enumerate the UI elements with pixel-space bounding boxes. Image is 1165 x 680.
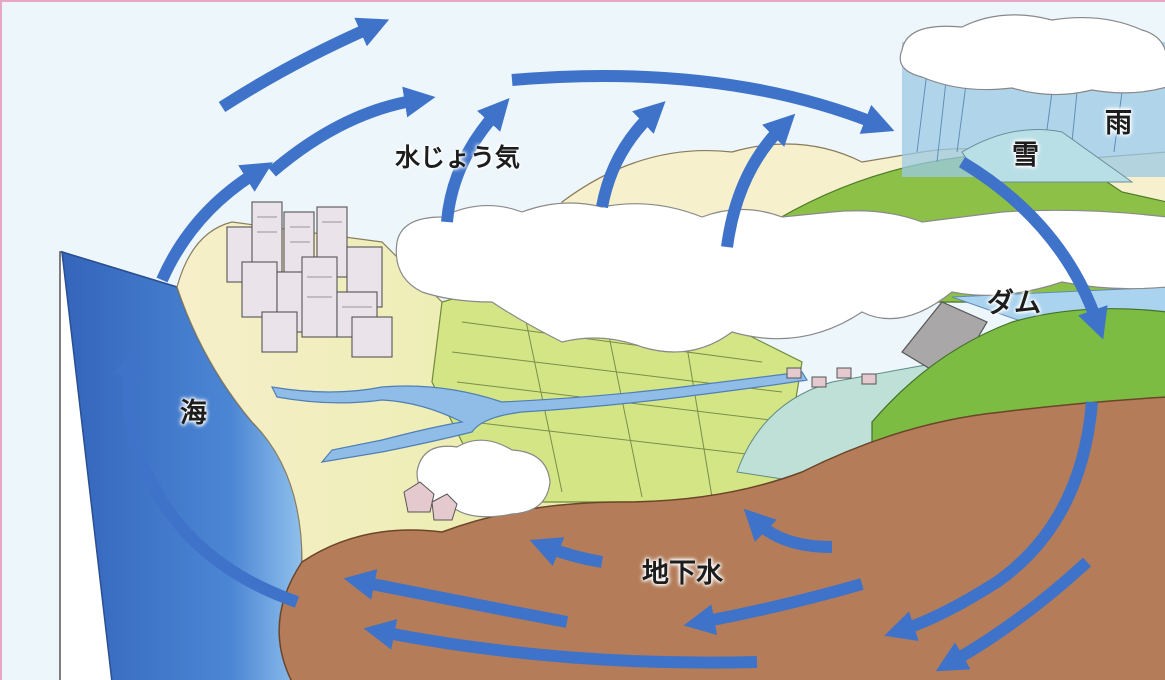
- evaporation-arrow-3: [721, 113, 796, 248]
- label-rain: 雨: [1105, 108, 1132, 139]
- label-snow: 雪: [1012, 140, 1039, 171]
- label-water-vapor: 水じょう気: [395, 143, 521, 172]
- groundwater-arrow-right-2: [935, 557, 1092, 672]
- vapor-arrow-top-left: [218, 17, 390, 113]
- groundwater-arrow-left-2: [363, 619, 758, 669]
- groundwater-arrow-small: [529, 537, 603, 568]
- groundwater-arrow-curl: [743, 508, 833, 553]
- label-groundwater: 地下水: [642, 558, 723, 589]
- rain-cloud: [899, 14, 1165, 96]
- groundwater-arrow-right-1: [884, 401, 1098, 641]
- evaporation-arrow-1: [441, 98, 510, 223]
- groundwater-arrow-left-1: [343, 569, 569, 628]
- evaporation-arrow-sea: [156, 162, 273, 283]
- river: [270, 371, 808, 463]
- building-windows: [257, 216, 372, 308]
- vapor-arrow-to-cloud: [511, 70, 895, 134]
- return-to-sea-arrow: [114, 345, 299, 608]
- houses: [403, 367, 877, 521]
- groundwater-arrow-mid: [683, 578, 864, 636]
- snow-peak: [961, 129, 1134, 183]
- label-dam: ダム: [987, 288, 1041, 319]
- water-cycle-arrows: [114, 17, 1108, 672]
- runoff-arrow: [958, 156, 1108, 340]
- vapor-arrow-city: [268, 86, 436, 177]
- label-sea: 海: [180, 398, 207, 429]
- evaporation-arrow-2: [596, 101, 666, 209]
